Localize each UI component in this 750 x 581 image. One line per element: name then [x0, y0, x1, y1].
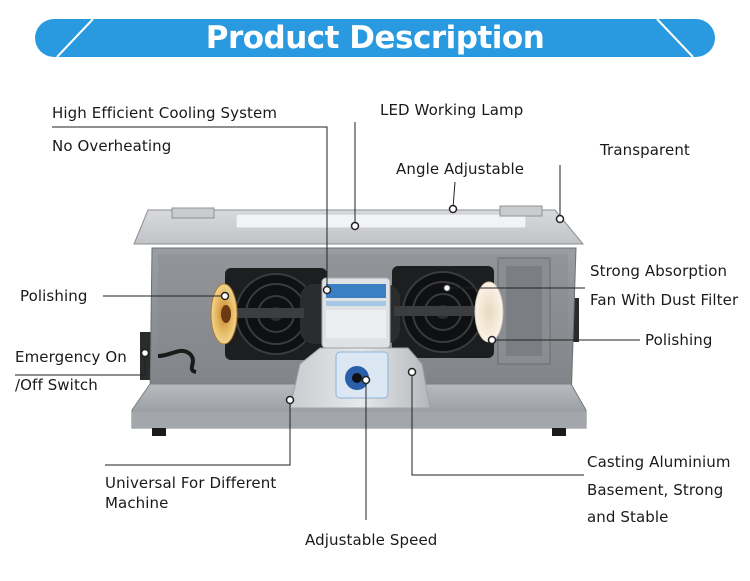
label-led-lamp: LED Working Lamp	[380, 101, 524, 119]
label-no-overheating: No Overheating	[52, 137, 172, 155]
label-polishing-right: Polishing	[645, 331, 713, 349]
banner-decoration	[56, 19, 94, 57]
title-banner: Product Description	[35, 19, 715, 57]
banner-decoration	[656, 19, 694, 57]
label-polishing-left: Polishing	[20, 287, 88, 305]
label-emergency-on: Emergency On	[15, 348, 127, 366]
label-transparent: Transparent	[600, 141, 690, 159]
label-basement-strong: Basement, Strong	[587, 481, 724, 499]
label-universal: Universal For Different	[105, 474, 277, 492]
label-cooling-system: High Efficient Cooling System	[52, 104, 278, 122]
label-and-stable: and Stable	[587, 508, 669, 526]
label-casting-aluminium: Casting Aluminium	[587, 453, 731, 471]
label-strong-absorption: Strong Absorption	[590, 262, 728, 280]
banner-title: Product Description	[205, 20, 545, 56]
label-off-switch: /Off Switch	[15, 376, 98, 394]
label-angle-adjustable: Angle Adjustable	[396, 160, 525, 178]
label-fan-dust-filter: Fan With Dust Filter	[590, 291, 739, 309]
label-adjustable-speed: Adjustable Speed	[305, 531, 438, 549]
label-machine: Machine	[105, 494, 169, 512]
